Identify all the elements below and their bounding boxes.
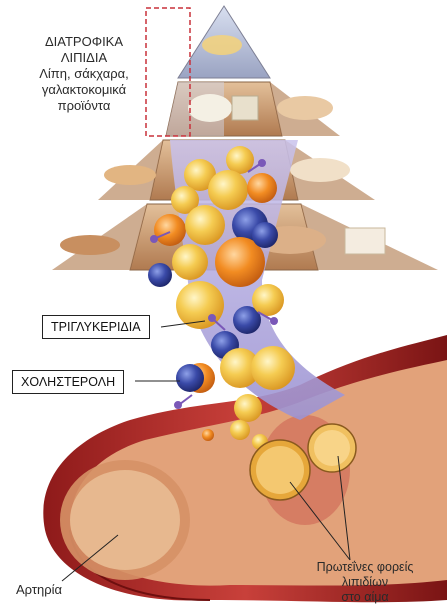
proteins-label-line2: λιπιδίων bbox=[300, 575, 430, 590]
diet-label-line5: προϊόντα bbox=[28, 98, 140, 114]
proteins-label-line1: Πρωτεΐνες φορείς bbox=[300, 560, 430, 575]
cholesterol-label: ΧΟΛΗΣΤΕΡΟΛΗ bbox=[12, 370, 124, 394]
triglycerides-label: ΤΡΙΓΛΥΚΕΡΙΔΙΑ bbox=[42, 315, 150, 339]
diet-label-line4: γαλακτοκομικά bbox=[28, 82, 140, 98]
diet-label-line2: ΛΙΠΙΔΙΑ bbox=[28, 50, 140, 66]
diet-label-line3: Λίπη, σάκχαρα, bbox=[28, 66, 140, 82]
diet-label-line1: ΔΙΑΤΡΟΦΙΚΑ bbox=[28, 34, 140, 50]
carrier-proteins-label: Πρωτεΐνες φορείς λιπιδίων στο αίμα bbox=[300, 560, 430, 605]
artery-label: Αρτηρία bbox=[16, 582, 86, 598]
diet-lipids-label: ΔΙΑΤΡΟΦΙΚΑ ΛΙΠΙΔΙΑ Λίπη, σάκχαρα, γαλακτ… bbox=[28, 34, 140, 114]
proteins-label-line3: στο αίμα bbox=[300, 590, 430, 605]
